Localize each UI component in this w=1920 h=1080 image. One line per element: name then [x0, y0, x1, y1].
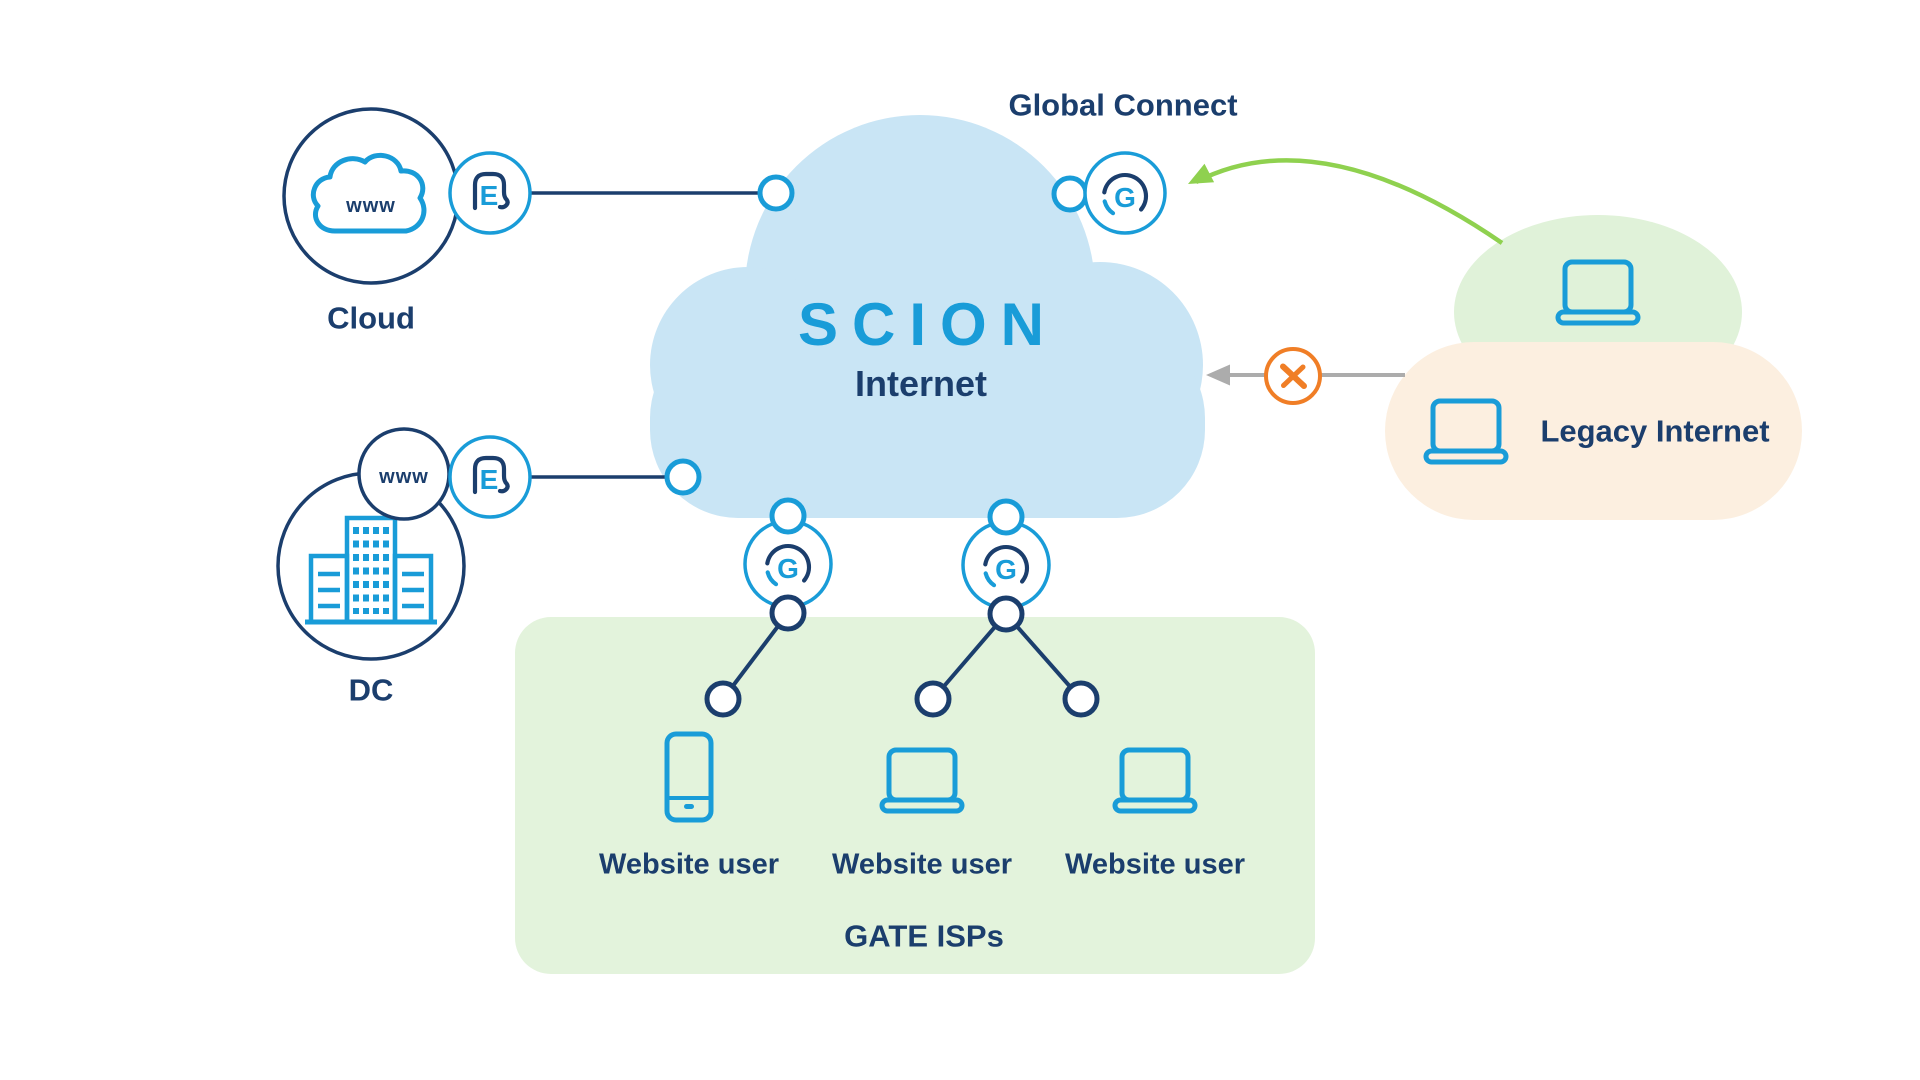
endhost-letter: E [479, 180, 499, 211]
gateway1-down-port [769, 594, 807, 632]
endhost-letter: E [479, 464, 499, 495]
phone-icon [664, 731, 714, 823]
blocked-arrow [1206, 347, 1405, 405]
laptop-icon [1423, 398, 1509, 465]
global-connect-label: Global Connect [1008, 87, 1238, 123]
legacy-cloud-blob [1385, 342, 1802, 520]
gate-isps-label: GATE ISPs [844, 918, 1004, 954]
laptop-icon [879, 747, 965, 814]
user-node-3 [1062, 680, 1100, 718]
gateway-letter: G [995, 554, 1017, 585]
allowed-arrow [1188, 158, 1504, 245]
gateway-icon [1083, 151, 1167, 235]
dc-www-label: www [379, 466, 429, 488]
scion-edge-port-left [757, 174, 795, 212]
dc-node-label: DC [348, 672, 394, 708]
gateway-letter: G [777, 553, 799, 584]
gateway2-branch-right-link [1004, 612, 1083, 701]
endhost-icon [448, 151, 532, 235]
cloud-www-label: www [346, 195, 396, 217]
website-user-label: Website user [599, 848, 779, 881]
gateway2-up-port [987, 498, 1025, 536]
gateway2-branch-left-link [931, 612, 1008, 701]
laptop-icon [1112, 747, 1198, 814]
building-icon [305, 515, 437, 625]
scion-edge-port-right [1051, 175, 1089, 213]
website-user-label: Website user [1065, 848, 1245, 881]
endhost-icon [448, 435, 532, 519]
gateway-letter: G [1114, 182, 1136, 213]
cloud-node-label: Cloud [327, 300, 415, 336]
user-node-1 [704, 680, 742, 718]
www-cloud-icon [310, 152, 427, 234]
scion-edge-port-dc [664, 458, 702, 496]
user-node-2 [914, 680, 952, 718]
scion-title: SCION [797, 291, 1059, 358]
legacy-internet-label: Legacy Internet [1540, 413, 1770, 449]
green-arrowhead-icon [1188, 163, 1215, 184]
gateway2-down-port [987, 595, 1025, 633]
gateway1-up-port [769, 497, 807, 535]
gray-arrowhead-icon [1206, 364, 1230, 386]
blocked-x-icon [1264, 347, 1322, 405]
website-user-label: Website user [832, 848, 1012, 881]
scion-cloud-shape [650, 115, 1205, 518]
scion-subtitle: Internet [854, 363, 988, 404]
laptop-icon [1555, 259, 1641, 326]
